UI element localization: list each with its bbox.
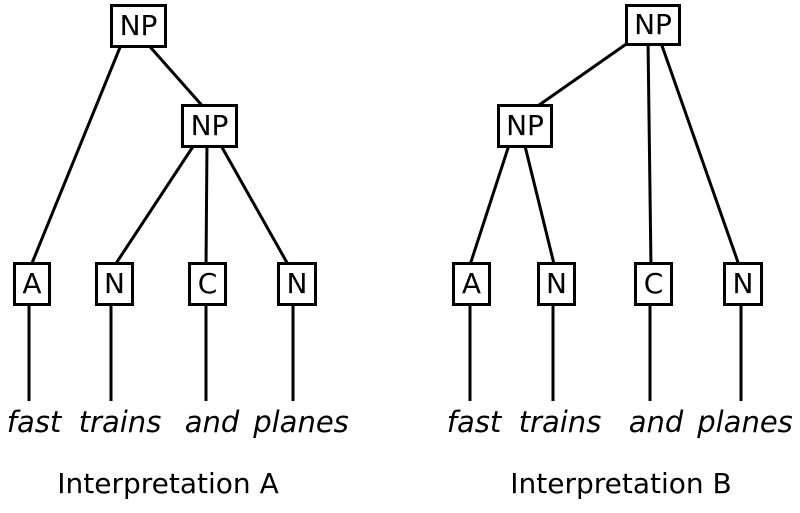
tree-a-word-planes: planes bbox=[253, 405, 349, 439]
tree-a-leaf-n2-node: N bbox=[277, 262, 317, 306]
tree-a-word-fast: fast bbox=[6, 405, 62, 439]
tree-b-leaf-n1-node: N bbox=[537, 262, 576, 306]
tree-b-root-np-node: NP bbox=[625, 4, 681, 46]
edge-b-np-to-n1 bbox=[522, 141, 557, 269]
edge-a-np-to-c bbox=[204, 141, 209, 269]
edge-a-np-to-n1 bbox=[111, 141, 198, 269]
tree-a-leaf-n1-node: N bbox=[95, 262, 134, 306]
edge-b-np-to-a bbox=[467, 141, 512, 269]
tree-b-word-planes: planes bbox=[697, 405, 793, 439]
tree-a-leaf-a-node: A bbox=[13, 262, 51, 306]
tree-b-caption: Interpretation B bbox=[510, 467, 732, 500]
edge-a-root-to-np bbox=[142, 39, 208, 111]
tree-b-word-fast: fast bbox=[446, 405, 502, 439]
tree-b-leaf-c-node: C bbox=[634, 262, 673, 306]
tree-b-inner-np-node: NP bbox=[497, 104, 553, 148]
tree-b-word-trains: trains bbox=[518, 405, 602, 439]
edge-a-root-to-a bbox=[28, 39, 125, 269]
tree-a-leaf-c-node: C bbox=[188, 262, 227, 306]
tree-a-inner-np-node: NP bbox=[181, 104, 238, 148]
tree-a-word-trains: trains bbox=[78, 405, 162, 439]
tree-a-caption: Interpretation A bbox=[57, 467, 279, 500]
tree-b-word-and: and bbox=[628, 405, 684, 439]
edge-b-root-to-c bbox=[646, 39, 653, 269]
tree-b-leaf-a-node: A bbox=[452, 262, 491, 306]
edge-a-np-to-n2 bbox=[217, 141, 292, 269]
tree-b-leaf-n2-node: N bbox=[723, 262, 763, 306]
tree-a-root-np-node: NP bbox=[110, 4, 167, 48]
tree-a-word-and: and bbox=[184, 405, 240, 439]
edge-b-root-to-np bbox=[531, 38, 633, 112]
edge-b-root-to-n2 bbox=[658, 39, 742, 269]
